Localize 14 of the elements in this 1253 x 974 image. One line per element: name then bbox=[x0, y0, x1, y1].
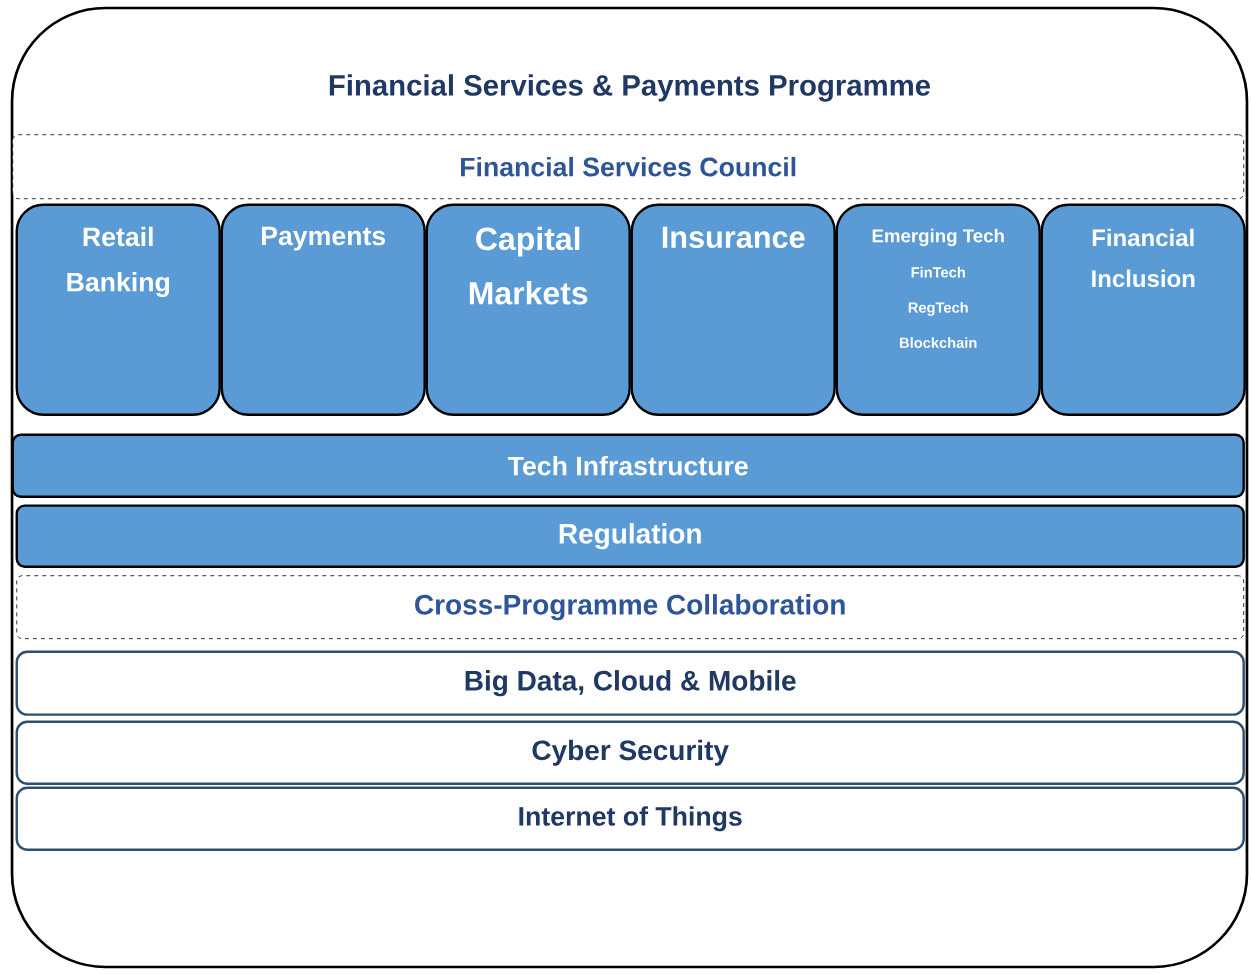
pillar-box: Capital Markets bbox=[425, 203, 631, 416]
layer-band: Cyber Security bbox=[15, 720, 1245, 785]
pillar-box: Emerging Tech FinTech RegTech Blockchain bbox=[835, 203, 1041, 416]
pillar-box: Insurance bbox=[630, 203, 836, 416]
pillar-box: Financial Inclusion bbox=[1040, 203, 1246, 416]
layer-bar: Regulation bbox=[15, 504, 1245, 568]
layer-band: Internet of Things bbox=[15, 786, 1245, 851]
dashed-band: Cross-Programme Collaboration bbox=[16, 575, 1245, 640]
title: Financial Services & Payments Programme bbox=[329, 74, 931, 102]
pillar-box: Payments bbox=[220, 203, 426, 416]
pillar-box: Retail Banking bbox=[15, 203, 221, 416]
layer-bar: Tech Infrastructure bbox=[11, 433, 1245, 498]
dashed-band: Financial Services Council bbox=[12, 134, 1245, 200]
layer-band: Big Data, Cloud & Mobile bbox=[15, 650, 1245, 716]
